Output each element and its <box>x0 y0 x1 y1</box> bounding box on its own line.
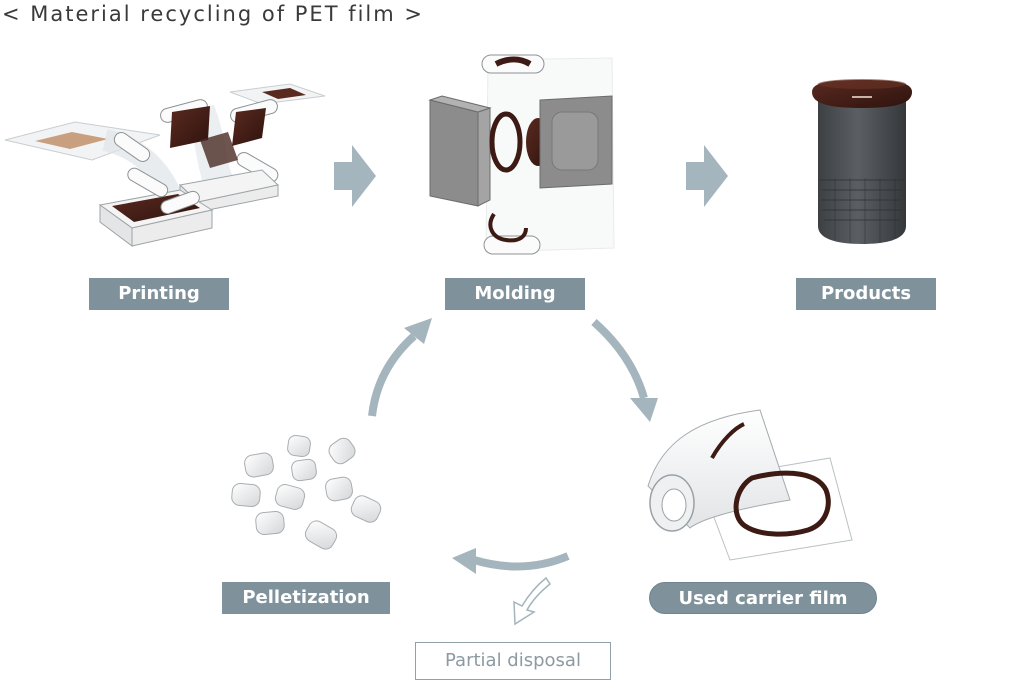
cycle-arrow-molding-to-film <box>591 319 658 422</box>
pelletization-label: Pelletization <box>222 582 390 614</box>
diagram-title: < Material recycling of PET film > <box>2 2 424 26</box>
disposal-arrow <box>513 576 552 626</box>
used-carrier-film-label: Used carrier film <box>649 582 877 614</box>
cycle-arrow-pellets-to-molding <box>368 318 432 417</box>
partial-disposal-label: Partial disposal <box>415 642 611 680</box>
stage-arrow-2 <box>686 145 728 207</box>
products-illustration <box>812 79 912 244</box>
products-label: Products <box>796 278 936 310</box>
molding-illustration <box>428 54 615 255</box>
pellets-illustration <box>231 434 382 550</box>
printing-illustration <box>4 83 326 247</box>
used-carrier-film-illustration <box>647 409 853 561</box>
stage-arrow-1 <box>334 145 376 207</box>
cycle-arrow-film-to-pellets <box>452 548 570 574</box>
printing-label: Printing <box>89 278 229 310</box>
molding-label: Molding <box>445 278 585 310</box>
